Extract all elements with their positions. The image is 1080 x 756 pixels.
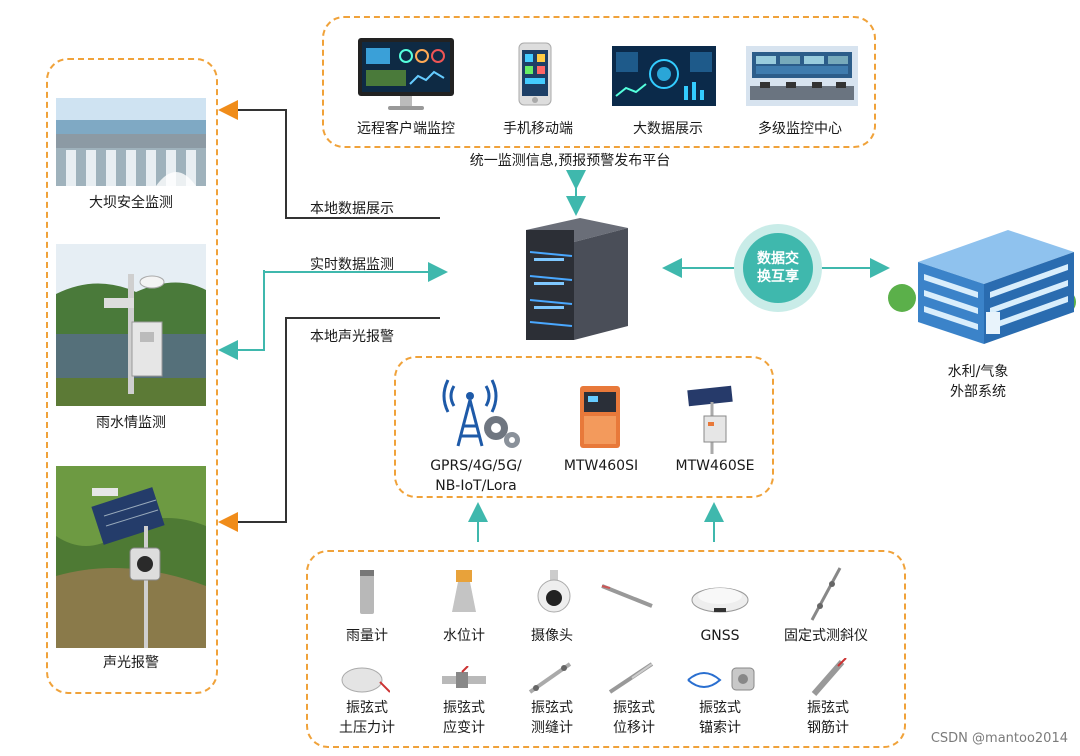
alarm-label: 声光报警 [103, 655, 159, 671]
control-center-photo [746, 46, 858, 106]
comm-label-network: GPRS/4G/5G/ NB-IoT/Lora [430, 458, 522, 494]
rain-gauge-icon [352, 568, 382, 616]
sensor-label-strain: 振弦式应变计 [443, 700, 485, 736]
platform-caption: 统一监测信息,预报预警发布平台 [469, 153, 671, 169]
sensor-label-inclinometer: 固定式测斜仪 [784, 628, 868, 644]
client-label-mobile: 手机移动端 [503, 121, 573, 137]
gnss-antenna-icon [690, 580, 750, 614]
external-system-label: 水利/气象 外部系统 [947, 364, 1009, 400]
sensor-label-rain-gauge: 雨量计 [346, 628, 388, 644]
platform-box [322, 16, 876, 148]
comm-label-mtw460se: MTW460SE [675, 458, 755, 474]
watermark: CSDN @mantoo2014 [930, 731, 1068, 746]
anchor-cable-icon [684, 662, 756, 696]
rain-station-photo [56, 244, 206, 406]
client-label-bigdata: 大数据展示 [633, 121, 703, 137]
sensor-label-crack: 振弦式测缝计 [531, 700, 573, 736]
flow-local-display: 本地数据展示 [310, 201, 394, 217]
sensor-label-anchor: 振弦式锚索计 [699, 700, 741, 736]
inclinometer-icon [806, 566, 846, 622]
tower-gear-icon [440, 366, 520, 448]
mtw460si-device [578, 384, 622, 450]
data-exchange-text: 数据交换互享 [743, 233, 813, 303]
sensor-box [306, 550, 906, 748]
water-level-icon [444, 568, 484, 618]
camera-icon [536, 570, 572, 614]
comm-label-mtw460si: MTW460SI [563, 458, 639, 474]
earth-pressure-icon [340, 662, 391, 696]
sensor-label-gnss: GNSS [700, 628, 740, 644]
client-label-center: 多级监控中心 [758, 121, 842, 137]
sensor-label-displacement: 振弦式位移计 [613, 700, 655, 736]
flow-alarm: 本地声光报警 [310, 329, 394, 345]
server-icon [516, 214, 634, 342]
realtime-line [218, 270, 265, 360]
probe-sensor-icon [600, 582, 654, 610]
data-exchange-bubble: 数据交换互享 [734, 224, 822, 312]
sensor-label-camera: 摄像头 [531, 628, 573, 644]
client-label-remote: 远程客户端监控 [357, 121, 455, 137]
mobile-phone-icon [518, 42, 552, 106]
mtw460se-device [684, 384, 744, 454]
dam-photo [56, 98, 206, 186]
external-building-icon [888, 222, 1078, 346]
alarm-station-photo [56, 466, 206, 648]
crack-meter-icon [526, 660, 574, 696]
rain-label: 雨水情监测 [96, 415, 166, 431]
left-panel-box [46, 58, 218, 694]
dam-label: 大坝安全监测 [89, 195, 173, 211]
rebar-meter-icon [808, 657, 848, 698]
flow-realtime: 实时数据监测 [310, 257, 394, 273]
bigdata-screen-icon [612, 46, 716, 106]
strain-gauge-icon [438, 665, 490, 692]
desktop-monitor-icon [356, 36, 456, 112]
sensor-label-water-level: 水位计 [443, 628, 485, 644]
sensor-label-rebar: 振弦式钢筋计 [807, 700, 849, 736]
sensor-label-earth-pressure: 振弦式土压力计 [339, 700, 395, 736]
displacement-icon [606, 660, 656, 696]
